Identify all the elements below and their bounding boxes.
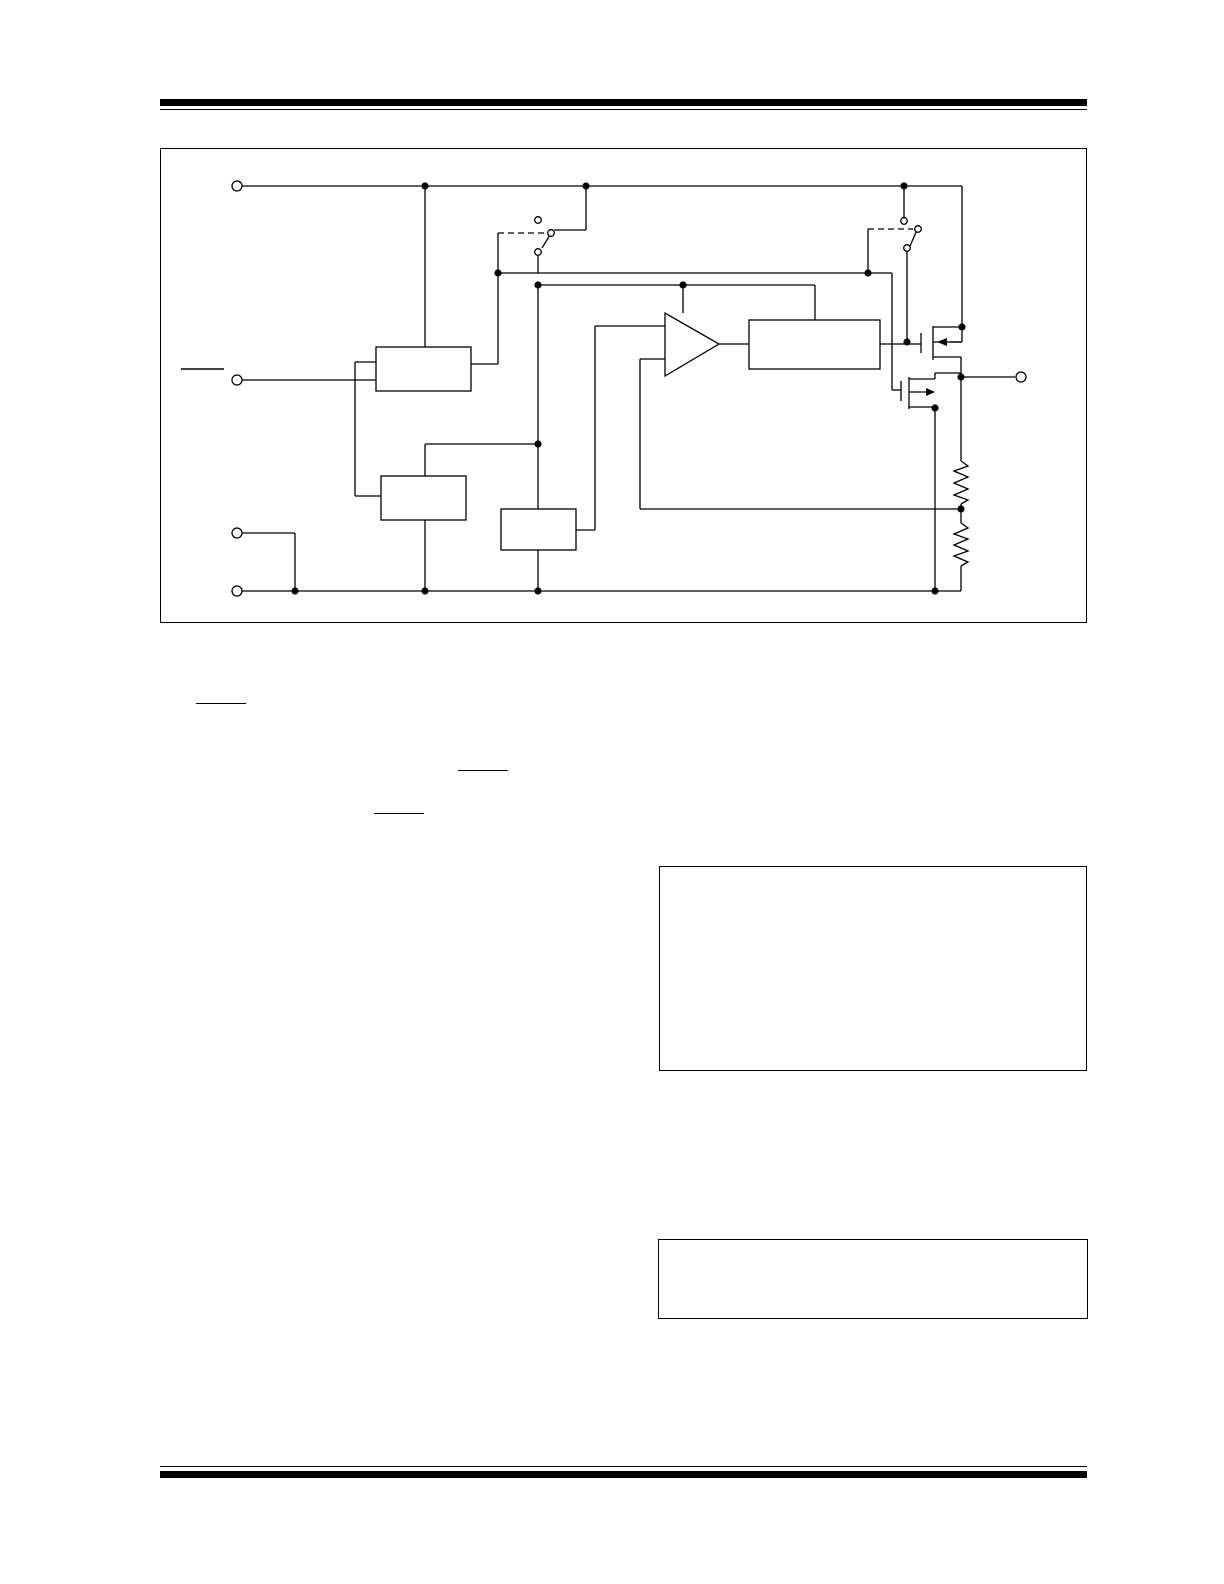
block-diagram bbox=[181, 180, 1027, 597]
block-reference bbox=[500, 508, 577, 551]
block-control bbox=[375, 346, 472, 392]
block-driver bbox=[748, 319, 881, 370]
pin-circle-top-left bbox=[231, 180, 243, 192]
footer-rule-thick bbox=[160, 1471, 1087, 1478]
error-amplifier bbox=[664, 311, 721, 378]
header-rule-thick bbox=[160, 99, 1087, 106]
pin-circle-aux bbox=[231, 527, 243, 539]
note-box-1 bbox=[659, 866, 1087, 1071]
switch-1-blade bbox=[541, 234, 551, 249]
overbar-2 bbox=[458, 770, 508, 771]
pin-circle-ground bbox=[231, 585, 243, 597]
note-box-2 bbox=[658, 1239, 1088, 1319]
pin-circle-enable bbox=[231, 374, 243, 386]
overbar-1 bbox=[196, 703, 246, 704]
footer-rule-thin bbox=[160, 1466, 1087, 1467]
block-secondary bbox=[380, 475, 467, 521]
switch-2-blade bbox=[909, 229, 918, 247]
block-diagram-frame bbox=[160, 148, 1087, 623]
header-rule-thin bbox=[160, 109, 1087, 110]
overbar-3 bbox=[374, 813, 424, 814]
resistor-lower bbox=[952, 522, 970, 567]
pin-circle-output bbox=[1015, 371, 1027, 383]
resistor-upper bbox=[952, 460, 970, 505]
